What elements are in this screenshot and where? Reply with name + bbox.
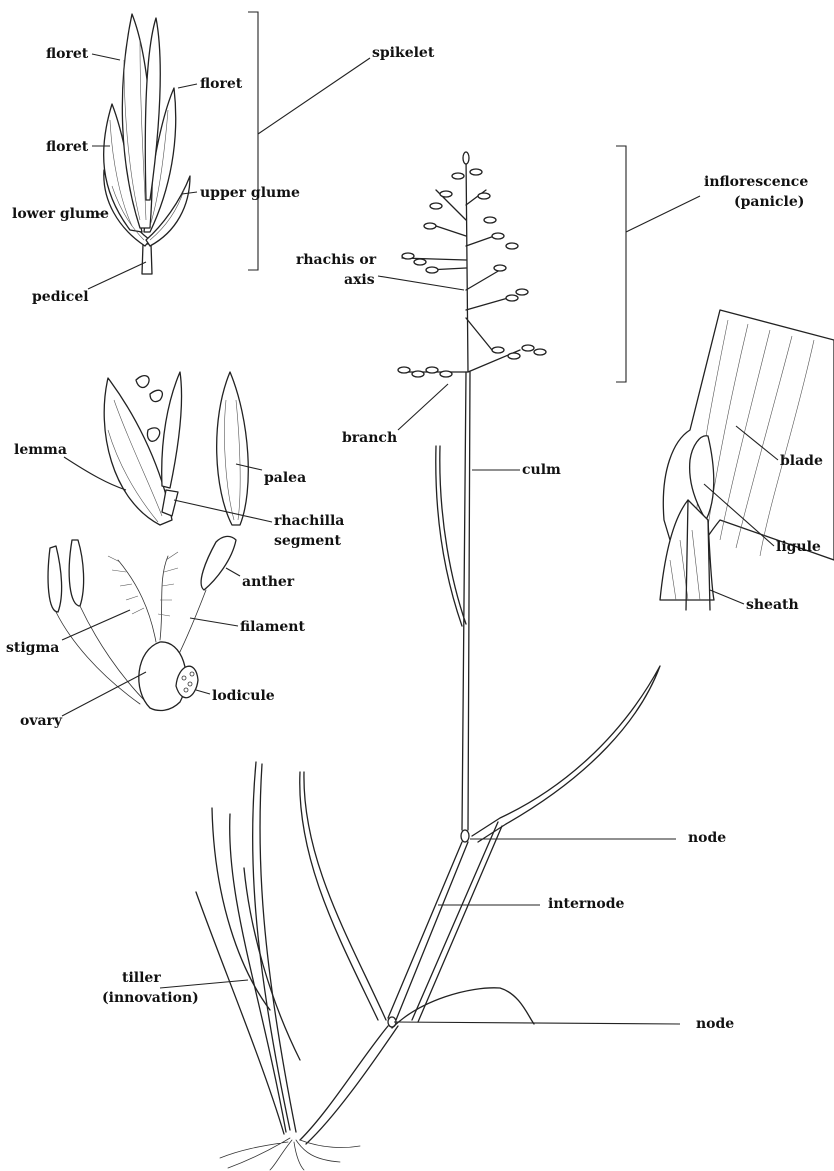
label-node-lower: node [696,1016,734,1033]
culm-leader-lines [160,839,680,1024]
spikelet-illustration [104,14,190,274]
label-pedicel: pedicel [32,289,89,306]
spikelet-bracket [248,12,370,270]
label-lemma: lemma [14,442,67,459]
label-filament: filament [240,619,305,636]
label-segment: segment [274,533,341,550]
label-upper-glume: upper glume [200,185,300,202]
culm-and-leaves [196,372,660,1170]
inflorescence-bracket [616,146,700,382]
label-ovary: ovary [20,713,62,730]
floret-dissection [104,372,248,525]
label-lodicule: lodicule [212,688,275,705]
label-inflorescence: inflorescence [704,174,808,191]
label-palea: palea [264,470,306,487]
label-floret-top: floret [46,46,88,63]
label-floret-left: floret [46,139,88,156]
label-internode: internode [548,896,624,913]
label-sheath: sheath [746,597,799,614]
label-floret-right: floret [200,76,242,93]
label-ligule: ligule [776,539,821,556]
label-innovation: (innovation) [102,990,199,1007]
label-node-upper: node [688,830,726,847]
label-axis: axis [344,272,375,289]
label-rhachis-or: rhachis or [296,252,376,269]
label-stigma: stigma [6,640,59,657]
label-culm: culm [522,462,561,479]
label-branch: branch [342,430,397,447]
label-blade: blade [780,453,823,470]
panicle-illustration [398,152,546,377]
label-spikelet: spikelet [372,45,434,62]
flower-dissection [48,536,236,710]
label-lower-glume: lower glume [12,206,109,223]
label-tiller: tiller [122,970,161,987]
label-rhachilla: rhachilla [274,513,344,530]
label-anther: anther [242,574,294,591]
label-panicle: (panicle) [734,194,804,211]
